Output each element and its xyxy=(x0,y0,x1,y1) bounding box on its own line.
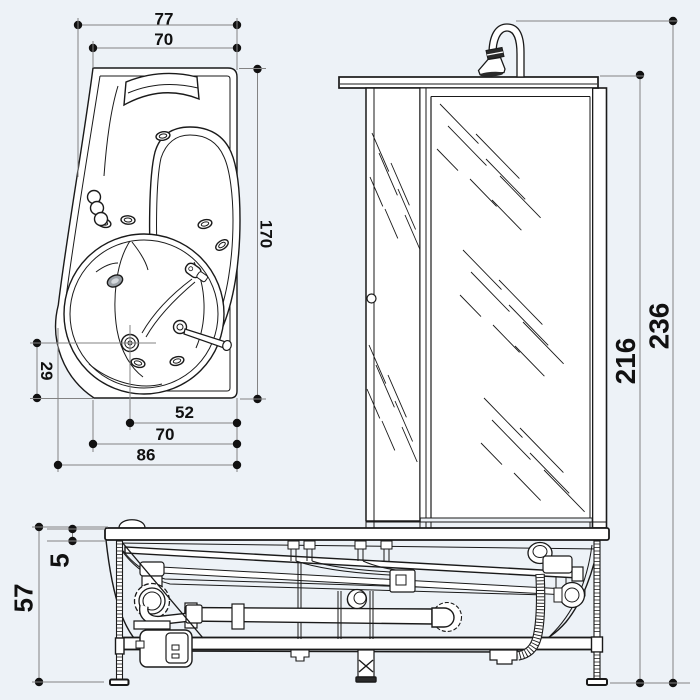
svg-text:29: 29 xyxy=(37,362,56,381)
svg-text:86: 86 xyxy=(137,446,156,465)
svg-text:52: 52 xyxy=(175,403,194,422)
svg-text:57: 57 xyxy=(9,584,39,613)
svg-text:216: 216 xyxy=(610,338,641,385)
svg-text:5: 5 xyxy=(45,553,75,567)
svg-text:70: 70 xyxy=(156,425,175,444)
svg-text:170: 170 xyxy=(257,220,276,248)
svg-text:236: 236 xyxy=(644,303,675,350)
svg-text:77: 77 xyxy=(155,10,174,29)
svg-text:70: 70 xyxy=(154,30,173,49)
